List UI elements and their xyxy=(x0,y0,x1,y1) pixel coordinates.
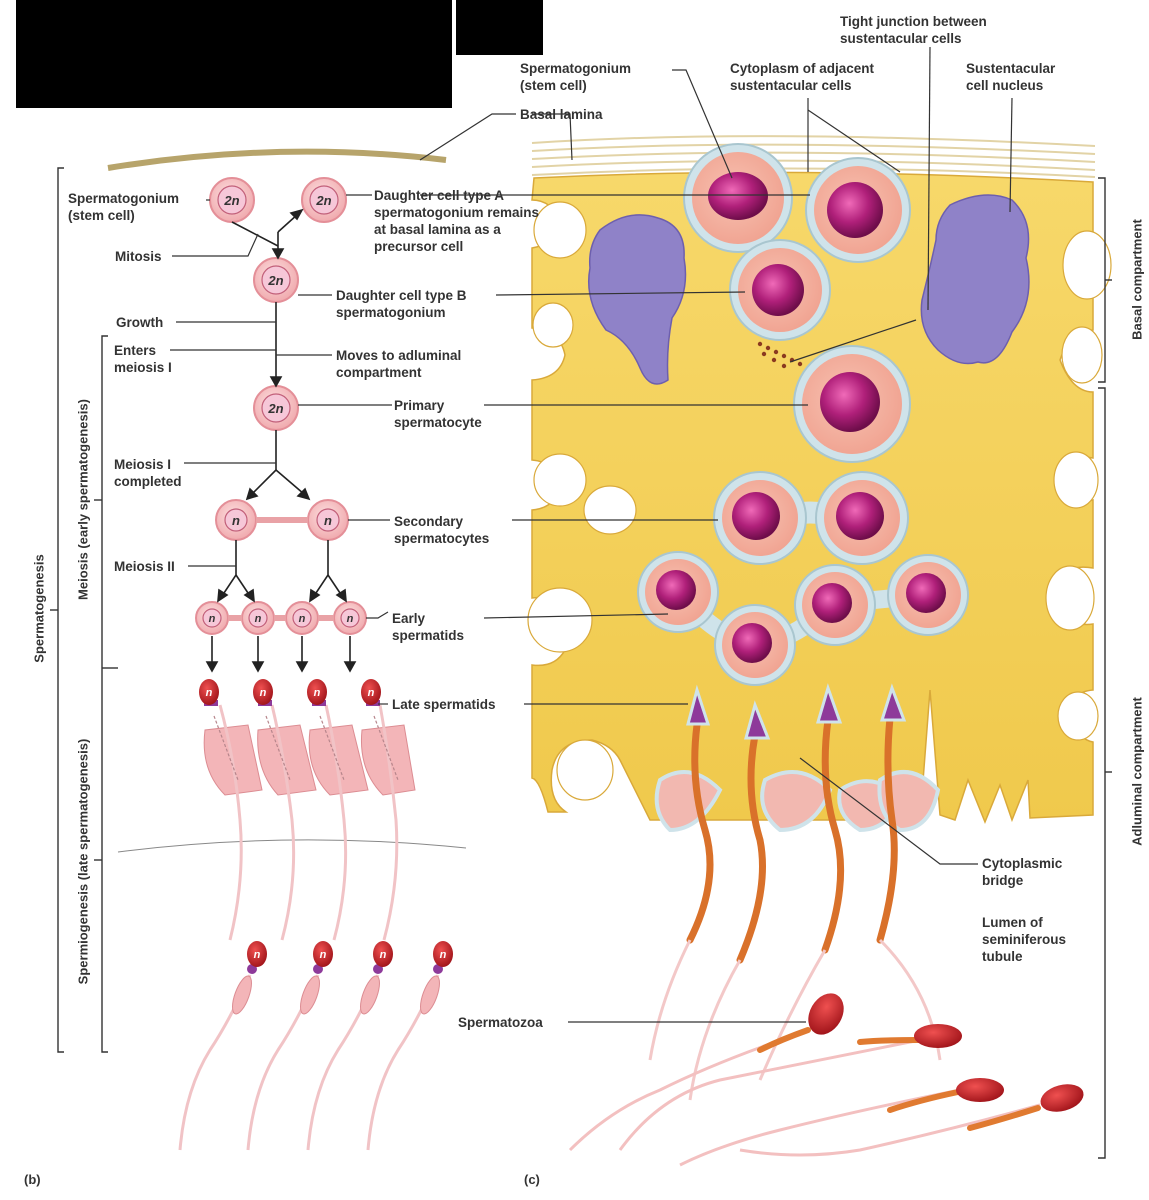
spermatogenesis-flowchart: 2n 2n 2n 2n n n n n n n xyxy=(50,148,467,1151)
redaction-box-right xyxy=(456,0,543,55)
basal-lamina-arc xyxy=(107,148,447,171)
cytoplasm-holes xyxy=(527,201,1112,801)
flowchart-bridges xyxy=(228,517,334,621)
label-adluminal-compartment: Adluminal compartment xyxy=(1129,697,1145,846)
label-late-spermatids: Late spermatids xyxy=(392,697,496,712)
label-spermatogonium-left: Spermatogonium (stem cell) xyxy=(68,191,180,223)
spermatozoon-n-2: n xyxy=(320,949,327,961)
late-spermatid-n-1: n xyxy=(206,687,213,699)
spermatozoon-n-4: n xyxy=(440,949,447,961)
label-daughter-cell-a: Daughter cell type A spermatogonium rema… xyxy=(374,188,540,254)
late-spermatid-n-2: n xyxy=(260,687,267,699)
ploidy-n-secondary-1: n xyxy=(232,513,240,528)
label-meiosis-ii: Meiosis II xyxy=(114,559,175,574)
label-basal-lamina: Basal lamina xyxy=(520,107,603,122)
ploidy-labels: 2n 2n 2n 2n n n n n n n xyxy=(209,193,354,625)
label-tight-junction: Tight junction between sustentacular cel… xyxy=(840,14,987,46)
late-spermatid-n-3: n xyxy=(314,687,321,699)
panel-label-b: (b) xyxy=(24,1172,41,1187)
label-moves-to-adluminal: Moves to adluminal compartment xyxy=(336,348,462,380)
ploidy-n-secondary-2: n xyxy=(324,513,332,528)
compartment-brackets xyxy=(1098,177,1112,1159)
panel-label-c: (c) xyxy=(524,1172,540,1187)
spermatozoon-n-1: n xyxy=(254,949,261,961)
label-secondary-spermatocytes: Secondary spermatocytes xyxy=(394,514,490,546)
label-sustentacular-nucleus: Sustentacular cell nucleus xyxy=(966,61,1056,93)
late-spermatid-drawings: n n n n xyxy=(199,679,416,941)
label-daughter-cell-b: Daughter cell type B spermatogonium xyxy=(336,288,467,320)
flowchart-nuclei xyxy=(202,185,360,628)
leader-lines xyxy=(170,46,1013,1023)
label-spermatogonium-right: Spermatogonium (stem cell) xyxy=(520,61,632,93)
late-spermatid-n-4: n xyxy=(368,687,375,699)
ploidy-n-spermatid-4: n xyxy=(347,613,354,625)
label-basal-compartment: Basal compartment xyxy=(1129,219,1145,340)
lumen-spermatozoa xyxy=(568,993,1084,1167)
spermatozoon-n-3: n xyxy=(380,949,387,961)
label-primary-spermatocyte: Primary spermatocyte xyxy=(394,398,482,430)
label-spermiogenesis: Spermiogenesis (late spermatogenesis) xyxy=(75,738,91,985)
seminiferous-tubule-section xyxy=(527,135,1112,1167)
label-spermatozoa: Spermatozoa xyxy=(458,1015,543,1030)
flowchart-arrows xyxy=(205,208,357,673)
label-meiosis-early: Meiosis (early spermatogenesis) xyxy=(75,399,91,600)
label-mitosis: Mitosis xyxy=(115,249,162,264)
stage-brackets xyxy=(50,167,118,1053)
spermatozoa-drawings: n n n n xyxy=(178,941,453,1151)
label-growth: Growth xyxy=(116,315,164,330)
ploidy-2n-b: 2n xyxy=(315,193,331,208)
redaction-box-left xyxy=(16,0,452,108)
label-meiosis-i-completed: Meiosis I completed xyxy=(114,457,182,489)
ploidy-2n-d: 2n xyxy=(267,401,283,416)
label-enters-meiosis: Enters meiosis I xyxy=(114,343,172,375)
ploidy-n-spermatid-3: n xyxy=(299,613,306,625)
lumen-boundary xyxy=(117,839,467,853)
tubule-germ-cells xyxy=(637,143,969,686)
label-lumen: Lumen of seminiferous tubule xyxy=(982,915,1067,964)
tubule-late-spermatids xyxy=(648,683,942,1101)
sustentacular-nucleus-right xyxy=(920,194,1030,365)
ploidy-n-spermatid-1: n xyxy=(209,613,216,625)
label-spermatogenesis: Spermatogenesis xyxy=(31,554,47,663)
label-early-spermatids: Early spermatids xyxy=(392,611,465,643)
ploidy-n-spermatid-2: n xyxy=(255,613,262,625)
label-cytoplasm-adjacent: Cytoplasm of adjacent sustentacular cell… xyxy=(730,61,875,93)
sustentacular-nucleus-left xyxy=(587,214,687,385)
ploidy-2n-c: 2n xyxy=(267,273,283,288)
ploidy-2n-a: 2n xyxy=(223,193,239,208)
label-cytoplasmic-bridge: Cytoplasmic bridge xyxy=(982,856,1063,888)
